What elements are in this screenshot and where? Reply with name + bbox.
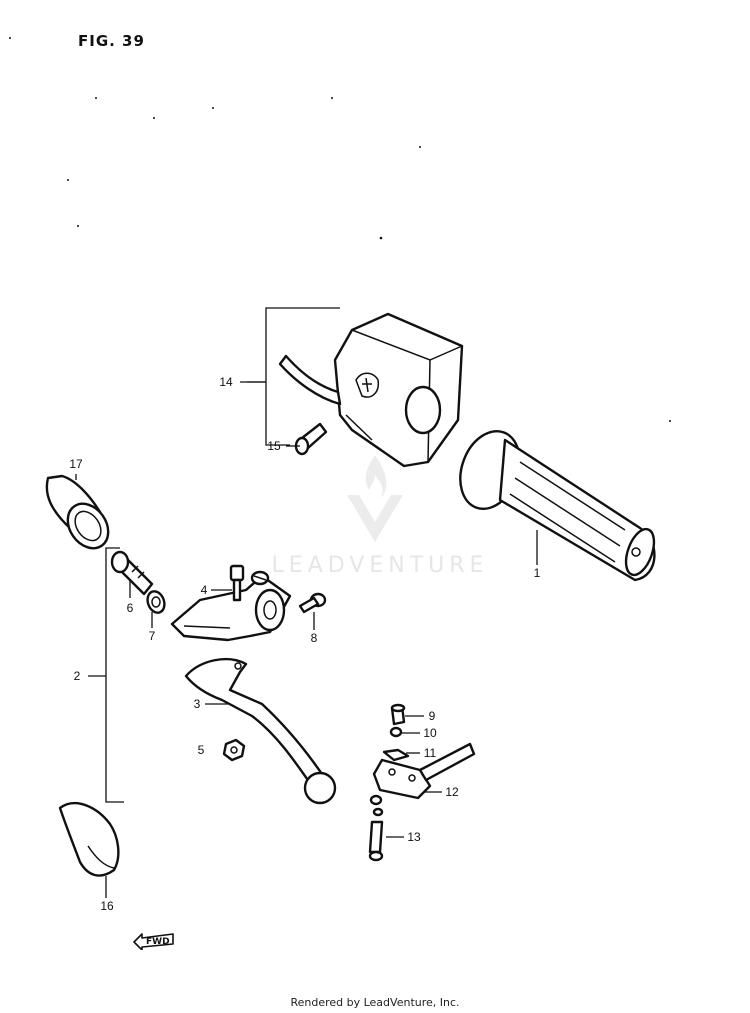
bracket-screw-8 (298, 592, 327, 614)
callout-2: 2 (74, 669, 81, 683)
scan-specks (9, 37, 671, 422)
callout-9: 9 (429, 709, 436, 723)
lever-nut (222, 738, 246, 762)
clutch-lever (184, 657, 337, 805)
handle-grip (459, 430, 656, 582)
callout-bracket-14 (265, 307, 340, 446)
callout-17: 17 (69, 457, 83, 471)
callout-10: 10 (423, 726, 437, 740)
callout-7: 7 (149, 629, 156, 643)
callout-11: 11 (424, 746, 437, 760)
switch-wire (278, 354, 342, 406)
forward-label: FWD (146, 937, 170, 947)
watermark-text: LEADVENTURE (271, 553, 489, 578)
callout-13: 13 (407, 830, 421, 844)
callout-bracket-2 (105, 547, 124, 803)
lever-boot (58, 802, 120, 877)
callout-1: 1 (534, 566, 541, 580)
callout-5: 5 (198, 743, 205, 757)
cable-adjuster-9 (390, 703, 406, 726)
footer-credit: Rendered by LeadVenture, Inc. (290, 996, 460, 1009)
washer-12 (369, 794, 384, 817)
figure-title: FIG. 39 (78, 32, 145, 50)
pivot-bolt (110, 550, 154, 596)
callout-3: 3 (194, 697, 201, 711)
callout-14: 14 (219, 375, 233, 389)
bracket-screw-4 (229, 564, 245, 602)
holder-bolt-13 (368, 820, 384, 862)
callout-15: 15 (267, 439, 281, 453)
callout-4: 4 (201, 583, 208, 597)
lever-bracket (170, 574, 292, 642)
forward-direction-marker: FWD (133, 933, 174, 950)
cable-holder-12 (372, 742, 476, 800)
adjust-nut-5 (250, 570, 270, 586)
grip-end-cap (45, 474, 110, 550)
watermark-logo (347, 455, 403, 542)
callout-labels: 1 2 3 4 5 6 7 8 9 10 11 12 13 14 15 16 1… (69, 375, 540, 913)
callout-8: 8 (311, 631, 318, 645)
clip-11 (382, 748, 410, 762)
callout-12: 12 (445, 785, 459, 799)
callout-16: 16 (100, 899, 114, 913)
switch-housing (333, 312, 464, 468)
spring-10 (389, 726, 403, 738)
bolt-washer (146, 590, 166, 614)
callout-6: 6 (127, 601, 134, 615)
housing-screw (294, 422, 328, 456)
leader-lines (75, 381, 538, 898)
